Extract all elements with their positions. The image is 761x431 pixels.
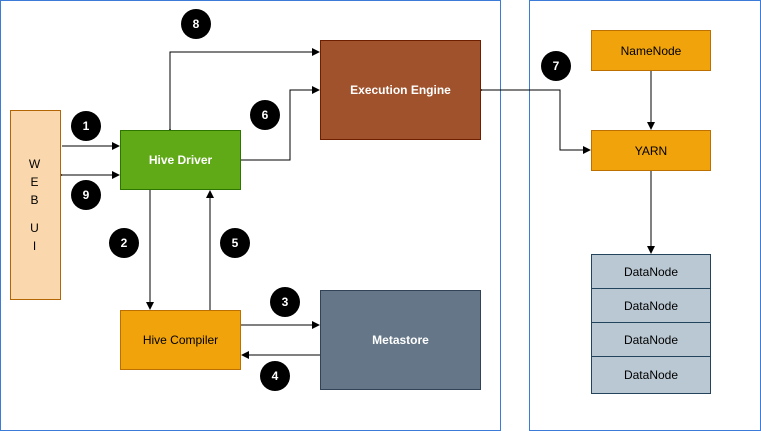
step-badge-4: 4 (260, 361, 290, 391)
namenode-box: NameNode (591, 30, 711, 71)
namenode-label: NameNode (620, 43, 682, 58)
step-badge-1: 1 (71, 111, 101, 141)
web-ui-letter: U (30, 221, 41, 235)
step-badge-6: 6 (250, 100, 280, 130)
arrow-engine-yarn (475, 86, 591, 154)
step-badge-8: 8 (181, 9, 211, 39)
datanode-label: DataNode (623, 368, 679, 382)
web-ui-letter: B (30, 193, 41, 207)
datanode-label: DataNode (623, 264, 679, 279)
datanode-box: DataNode (591, 288, 711, 323)
step-badge-2: 2 (109, 228, 139, 258)
datanode-label: DataNode (623, 298, 679, 313)
arrow-driver-to-engine (241, 86, 320, 161)
execution-engine-label: Execution Engine (350, 83, 451, 97)
hive-driver-box: Hive Driver (120, 130, 241, 190)
web-ui-letter (33, 212, 38, 216)
datanode-box: DataNode (591, 254, 711, 289)
step-badge-3: 3 (270, 287, 300, 317)
datanode-box: DataNode (591, 356, 711, 394)
web-ui-letter: W (28, 157, 43, 171)
step-badge-5: 5 (220, 228, 250, 258)
step-badge-9: 9 (71, 180, 101, 210)
execution-engine-box: Execution Engine (320, 40, 481, 140)
datanode-label: DataNode (623, 332, 679, 347)
yarn-label: YARN (634, 143, 668, 158)
arrow-engine-driver-loop (166, 48, 320, 136)
step-badge-7: 7 (541, 51, 571, 81)
datanode-box: DataNode (591, 322, 711, 357)
web-ui-letter: I (32, 239, 39, 253)
yarn-box: YARN (591, 130, 711, 171)
metastore-box: Metastore (320, 290, 481, 390)
web-ui-letter: E (30, 175, 41, 189)
hive-compiler-box: Hive Compiler (120, 310, 241, 370)
hive-compiler-label: Hive Compiler (142, 333, 219, 347)
metastore-label: Metastore (372, 333, 429, 347)
hive-driver-label: Hive Driver (148, 153, 213, 167)
